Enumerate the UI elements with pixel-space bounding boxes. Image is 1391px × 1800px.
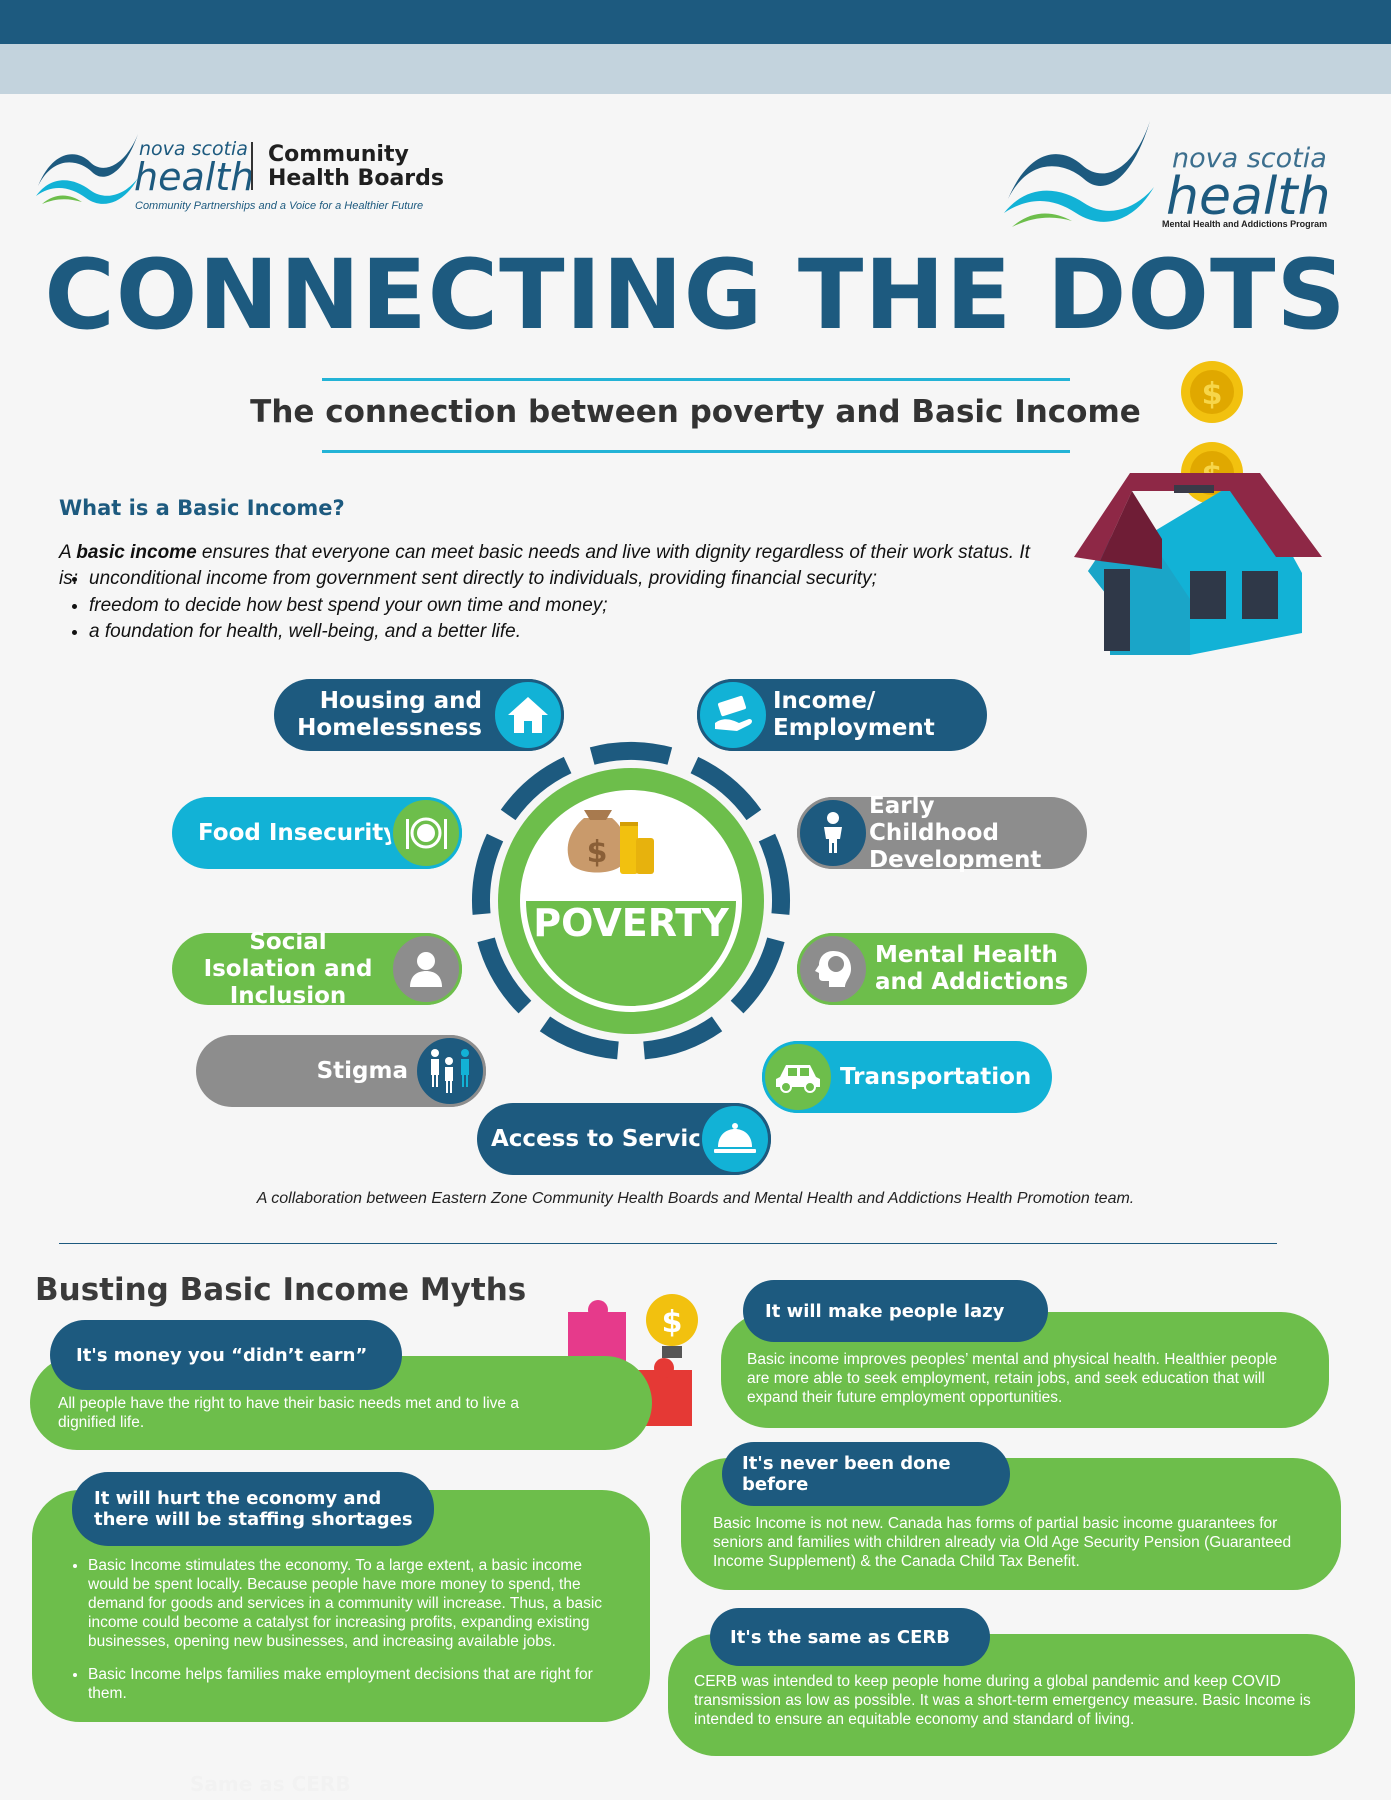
right-brand-main: health xyxy=(1166,167,1331,227)
left-brand-top: nova scotia xyxy=(139,138,248,160)
top-banner xyxy=(0,0,1391,44)
intro-bold: basic income xyxy=(76,542,197,563)
org-line-1: Community xyxy=(268,142,409,167)
list-item: a foundation for health, well-being, and… xyxy=(89,619,1089,646)
logo-divider xyxy=(251,142,253,190)
svg-text:$: $ xyxy=(1202,377,1223,412)
myth-body: CERB was intended to keep people home du… xyxy=(694,1673,1311,1728)
factor-label: Stigma xyxy=(316,1057,408,1084)
list-item: unconditional income from government sen… xyxy=(89,566,1089,593)
plate-cutlery-icon xyxy=(390,797,462,869)
right-brand-top: nova scotia xyxy=(1172,143,1327,174)
collaboration-note: A collaboration between Eastern Zone Com… xyxy=(256,1190,1135,1207)
list-item: Basic Income helps families make employm… xyxy=(88,1665,616,1703)
myth-heading: It will make people lazy xyxy=(743,1280,1048,1342)
basic-income-heading: What is a Basic Income? xyxy=(59,496,345,520)
factor-access: Access to Service xyxy=(477,1103,771,1175)
ring-segment xyxy=(477,937,532,1014)
factor-label: Access to Service xyxy=(491,1125,718,1152)
list-item: freedom to decide how best spend your ow… xyxy=(89,593,1089,620)
factor-early-childhood: Early Childhood Development xyxy=(797,793,1087,873)
basic-income-intro: A basic income ensures that everyone can… xyxy=(59,540,1039,592)
myth-card: Basic Income is not new. Canada has form… xyxy=(681,1458,1341,1590)
ring-segment xyxy=(500,756,572,821)
page-title: CONNECTING THE DOTS xyxy=(44,239,1347,351)
factor-transportation: Transportation xyxy=(762,1041,1052,1113)
ring-segment xyxy=(539,1016,619,1060)
factor-label: Housing and Homelessness xyxy=(297,688,482,741)
factor-housing: Housing and Homelessness xyxy=(274,679,564,751)
lightbulb-icon xyxy=(646,1294,698,1346)
wave-logo-icon xyxy=(1004,121,1154,227)
money-hand-icon xyxy=(697,679,769,751)
top-banner-secondary xyxy=(0,44,1391,94)
factor-label: Mental Health and Addictions xyxy=(875,942,1069,995)
svg-text:$: $ xyxy=(587,835,608,870)
child-icon xyxy=(797,797,869,869)
program-name: Mental Health and Addictions Program xyxy=(1162,219,1328,229)
list-item: Basic Income stimulates the economy. To … xyxy=(88,1556,616,1651)
svg-text:$: $ xyxy=(662,1305,683,1340)
poverty-label: POVERTY xyxy=(533,901,729,945)
ring-segment xyxy=(589,742,673,765)
factor-stigma: Stigma xyxy=(196,1035,486,1107)
myth-heading: It will hurt the economy and there will … xyxy=(72,1472,434,1546)
myth-heading: It's never been done before xyxy=(722,1442,1010,1506)
money-bag-icon: $ xyxy=(567,810,654,874)
factor-mental-health: Mental Health and Addictions xyxy=(797,933,1087,1005)
intro-suffix: ensures that everyone can meet basic nee… xyxy=(59,542,1030,589)
logo-tagline: Community Partnerships and a Voice for a… xyxy=(135,200,424,212)
myth-points: Basic Income stimulates the economy. To … xyxy=(66,1556,616,1703)
footer-ghost-text: Same as CERB xyxy=(190,1772,351,1796)
ring-segment xyxy=(690,756,762,821)
myth-heading: It's money you “didn’t earn” xyxy=(50,1320,402,1390)
car-icon xyxy=(762,1041,834,1113)
ring-segments xyxy=(472,742,790,1060)
page-subtitle: The connection between poverty and Basic… xyxy=(250,394,1141,430)
myth-card: CERB was intended to keep people home du… xyxy=(668,1634,1355,1756)
myth-body: All people have the right to have their … xyxy=(58,1395,519,1431)
title-rule-bottom xyxy=(322,450,1070,453)
myth-heading: It's the same as CERB xyxy=(710,1608,990,1666)
factor-social: Social Isolation and Inclusion xyxy=(172,929,462,1009)
factor-label: Income/ Employment xyxy=(773,688,935,741)
poverty-ring: $ POVERTY xyxy=(472,742,790,1060)
mental-health-addictions-logo: nova scotia health Mental Health and Add… xyxy=(1000,115,1340,235)
ring-segment xyxy=(643,1016,723,1060)
title-rule-top xyxy=(322,378,1070,381)
factor-food: Food Insecurity xyxy=(172,797,462,869)
person-icon xyxy=(390,933,462,1005)
section-divider xyxy=(59,1243,1277,1244)
head-brain-icon xyxy=(797,933,869,1005)
org-line-2: Health Boards xyxy=(268,166,444,191)
community-health-boards-logo: nova scotia health Community Health Boar… xyxy=(34,118,454,218)
intro-prefix: A xyxy=(59,542,77,563)
factor-income: Income/ Employment xyxy=(697,679,987,751)
basic-income-points: unconditional income from government sen… xyxy=(59,566,1089,646)
myth-body: Basic Income is not new. Canada has form… xyxy=(713,1515,1292,1570)
ring-segment xyxy=(472,833,504,915)
people-group-icon xyxy=(414,1035,486,1107)
ring-segment xyxy=(730,937,785,1014)
wave-logo-icon xyxy=(36,134,138,204)
factor-label: Social Isolation and Inclusion xyxy=(203,928,373,1009)
factor-label: Transportation xyxy=(840,1063,1032,1090)
ring-segment xyxy=(758,833,790,915)
house-coin-illustration: $ $ xyxy=(1074,361,1322,655)
myth-body: Basic income improves peoples’ mental an… xyxy=(747,1351,1278,1406)
left-brand-main: health xyxy=(134,155,255,199)
house-icon xyxy=(492,679,564,751)
service-bell-icon xyxy=(699,1103,771,1175)
myths-title: Busting Basic Income Myths xyxy=(35,1272,527,1308)
factor-label: Early Childhood Development xyxy=(869,792,1042,873)
factor-label: Food Insecurity xyxy=(198,819,399,846)
